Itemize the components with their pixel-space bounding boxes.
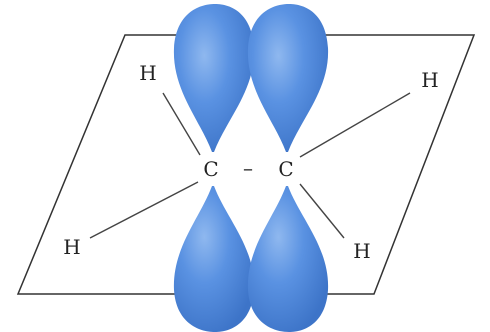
hydrogen-bottom-left-label: H <box>63 235 80 259</box>
hydrogen-bottom-right-label: H <box>353 239 370 263</box>
orbital-lobe-top-right <box>247 4 329 152</box>
carbon-halo-left <box>194 152 228 186</box>
pi-orbital-upper-lobes <box>173 4 329 152</box>
carbon-carbon-bond: – <box>243 156 253 180</box>
bond-c-h-top-left <box>162 92 201 156</box>
orbital-lobe-bottom-left <box>173 186 255 332</box>
orbital-lobe-bottom-right <box>247 186 329 332</box>
orbital-lobe-top-left <box>173 4 255 152</box>
carbon-right-label: C <box>278 157 293 181</box>
carbon-halo-right <box>269 152 303 186</box>
bond-c-h-bottom-right <box>299 183 345 239</box>
bond-c-h-top-right <box>299 92 411 158</box>
molecular-plane <box>16 34 476 295</box>
hydrogen-top-right-label: H <box>421 68 438 92</box>
pi-orbital-lower-lobes <box>173 186 329 332</box>
carbon-left-label: C <box>203 157 218 181</box>
sigma-bonds <box>89 92 411 239</box>
bond-c-h-bottom-left <box>89 181 199 239</box>
hydrogen-top-left-label: H <box>139 61 156 85</box>
